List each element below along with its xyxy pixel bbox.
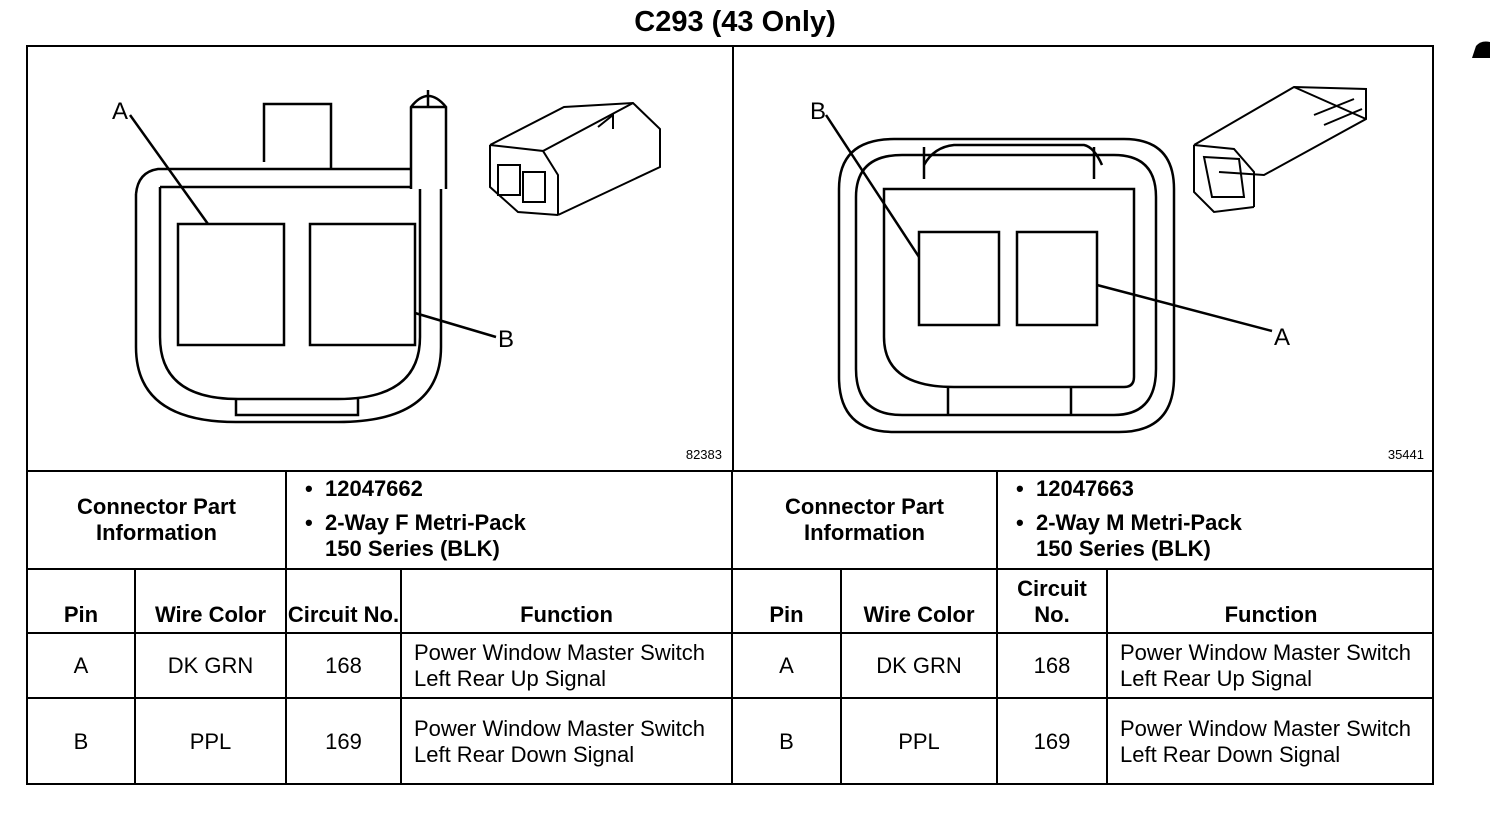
table-cell-pin: B <box>779 729 794 754</box>
connector-info-label: Connector Part Information <box>785 494 944 545</box>
column-header-circuit-no: Circuit No. <box>287 602 400 627</box>
column-header-pin: Pin <box>769 602 804 627</box>
table-cell-function: Power Window Master Switch Left Rear Dow… <box>1120 716 1411 767</box>
part-number: 12047662 <box>301 476 526 502</box>
table-cell-circuit: 169 <box>1033 729 1071 754</box>
table-cell-function: Power Window Master Switch Left Rear Up … <box>1120 639 1411 691</box>
column-header-pin: Pin <box>63 602 99 627</box>
table-cell-circuit: 169 <box>325 729 362 754</box>
part-number: 12047663 <box>1012 476 1242 502</box>
left-connector-drawing: A B 82383 <box>28 47 734 470</box>
table-cell-pin: A <box>779 652 794 678</box>
table-cell-function: Power Window Master Switch Left Rear Up … <box>414 639 705 691</box>
table-cell-wire-color: PPL <box>189 729 232 754</box>
female-connector-face-diagram: A B <box>112 90 661 424</box>
table-cell-pin: B <box>73 729 89 754</box>
figure-number: 82383 <box>685 447 722 462</box>
table-cell-wire-color: DK GRN <box>876 652 962 678</box>
connector-sheet: A B 82383 <box>26 45 1434 785</box>
right-connector-drawing: B A 35441 <box>734 47 1434 470</box>
table-cell-wire-color: PPL <box>898 729 940 754</box>
page-corner-icon <box>1472 41 1490 58</box>
column-header-function: Function <box>520 602 613 627</box>
table-cell-circuit: 168 <box>325 652 362 678</box>
column-header-circuit-no: Circuit No. <box>1017 576 1087 627</box>
pin-b-callout: B <box>498 326 514 353</box>
female-connector-3d-icon <box>489 101 661 216</box>
table-cell-pin: A <box>73 652 89 678</box>
table-cell-wire-color: DK GRN <box>167 652 254 678</box>
column-header-function: Function <box>1224 602 1318 627</box>
male-connector-face-diagram: B A <box>810 85 1367 434</box>
pin-a-callout: A <box>1274 324 1290 351</box>
figure-number: 35441 <box>1387 447 1424 462</box>
pin-a-callout: A <box>112 98 128 125</box>
connector-info-label: Connector Part Information <box>77 494 236 545</box>
column-header-wire-color: Wire Color <box>863 602 975 627</box>
pin-b-callout: B <box>810 98 826 125</box>
page-title: C293 (43 Only) <box>634 6 836 38</box>
male-connector-3d-icon <box>1193 85 1367 214</box>
column-header-wire-color: Wire Color <box>154 602 267 627</box>
table-cell-circuit: 168 <box>1033 652 1071 678</box>
table-cell-function: Power Window Master Switch Left Rear Dow… <box>414 716 705 767</box>
